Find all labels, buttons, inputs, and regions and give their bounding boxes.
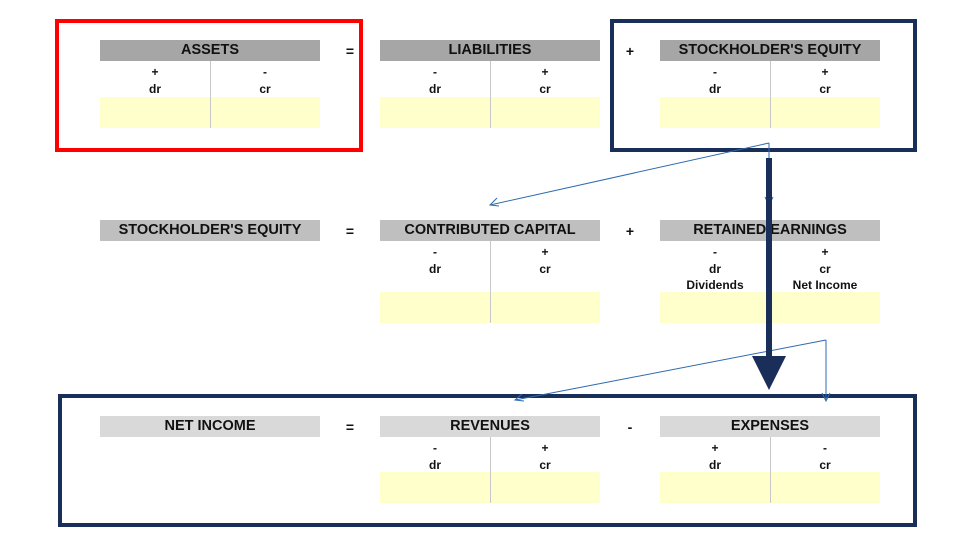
liabilities-credit-label: cr — [539, 82, 551, 96]
equals-sign: = — [345, 419, 355, 435]
liabilities-debit-sign: - — [433, 65, 437, 79]
revenues-header: REVENUES — [380, 416, 600, 437]
arrow-to-contributed-capital — [489, 142, 770, 206]
assets-debit-label: dr — [149, 82, 161, 96]
arrowhead-icon — [752, 356, 786, 390]
retained-credit-sign: + — [821, 245, 829, 259]
liabilities-t-divider — [490, 61, 491, 128]
arrow-to-revenues — [514, 339, 827, 401]
arrowhead-icon — [488, 197, 500, 207]
liabilities-credit-sign: + — [541, 65, 549, 79]
assets-credit-label: cr — [259, 82, 271, 96]
expenses-debit-label: dr — [709, 458, 721, 472]
revenues-debit-sign: - — [433, 441, 437, 455]
retained-credit-label: cr — [819, 262, 831, 276]
expenses-credit-label: cr — [819, 458, 831, 472]
net-income-label: Net Income — [792, 278, 858, 292]
assets-credit-sign: - — [263, 65, 267, 79]
expenses-header: EXPENSES — [660, 416, 880, 437]
contributed-capital-header: CONTRIBUTED CAPITAL — [380, 220, 600, 241]
contributed-credit-label: cr — [539, 262, 551, 276]
assets-header: ASSETS — [100, 40, 320, 61]
revenues-t-divider — [490, 437, 491, 503]
expenses-credit-sign: - — [823, 441, 827, 455]
plus-sign: + — [625, 223, 635, 239]
dividends-label: Dividends — [686, 278, 744, 292]
net-income-header: NET INCOME — [100, 416, 320, 437]
equals-sign: = — [345, 223, 355, 239]
contributed-credit-sign: + — [541, 245, 549, 259]
liabilities-header: LIABILITIES — [380, 40, 600, 61]
revenues-credit-sign: + — [541, 441, 549, 455]
equity-debit-label: dr — [709, 82, 721, 96]
equity-header: STOCKHOLDER'S EQUITY — [660, 40, 880, 61]
retained-debit-label: dr — [709, 262, 721, 276]
retained-debit-sign: - — [713, 245, 717, 259]
equals-sign: = — [345, 43, 355, 59]
expenses-debit-sign: + — [711, 441, 719, 455]
contributed-t-divider — [490, 241, 491, 323]
assets-t-divider — [210, 61, 211, 128]
equity-credit-sign: + — [821, 65, 829, 79]
assets-highlight-box — [55, 19, 363, 152]
arrowhead-icon — [821, 392, 831, 403]
equity-debit-sign: - — [713, 65, 717, 79]
expenses-t-divider — [770, 437, 771, 503]
revenues-debit-label: dr — [429, 458, 441, 472]
assets-debit-sign: + — [151, 65, 159, 79]
equity-expanded-header: STOCKHOLDER'S EQUITY — [100, 220, 320, 241]
revenues-credit-label: cr — [539, 458, 551, 472]
minus-sign: - — [627, 419, 633, 435]
contributed-debit-sign: - — [433, 245, 437, 259]
plus-sign: + — [625, 43, 635, 59]
income-statement-box — [58, 394, 917, 527]
equity-t-divider — [770, 61, 771, 128]
liabilities-debit-label: dr — [429, 82, 441, 96]
equity-credit-label: cr — [819, 82, 831, 96]
equity-highlight-box — [610, 19, 917, 152]
contributed-debit-label: dr — [429, 262, 441, 276]
arrowhead-icon — [513, 393, 525, 402]
